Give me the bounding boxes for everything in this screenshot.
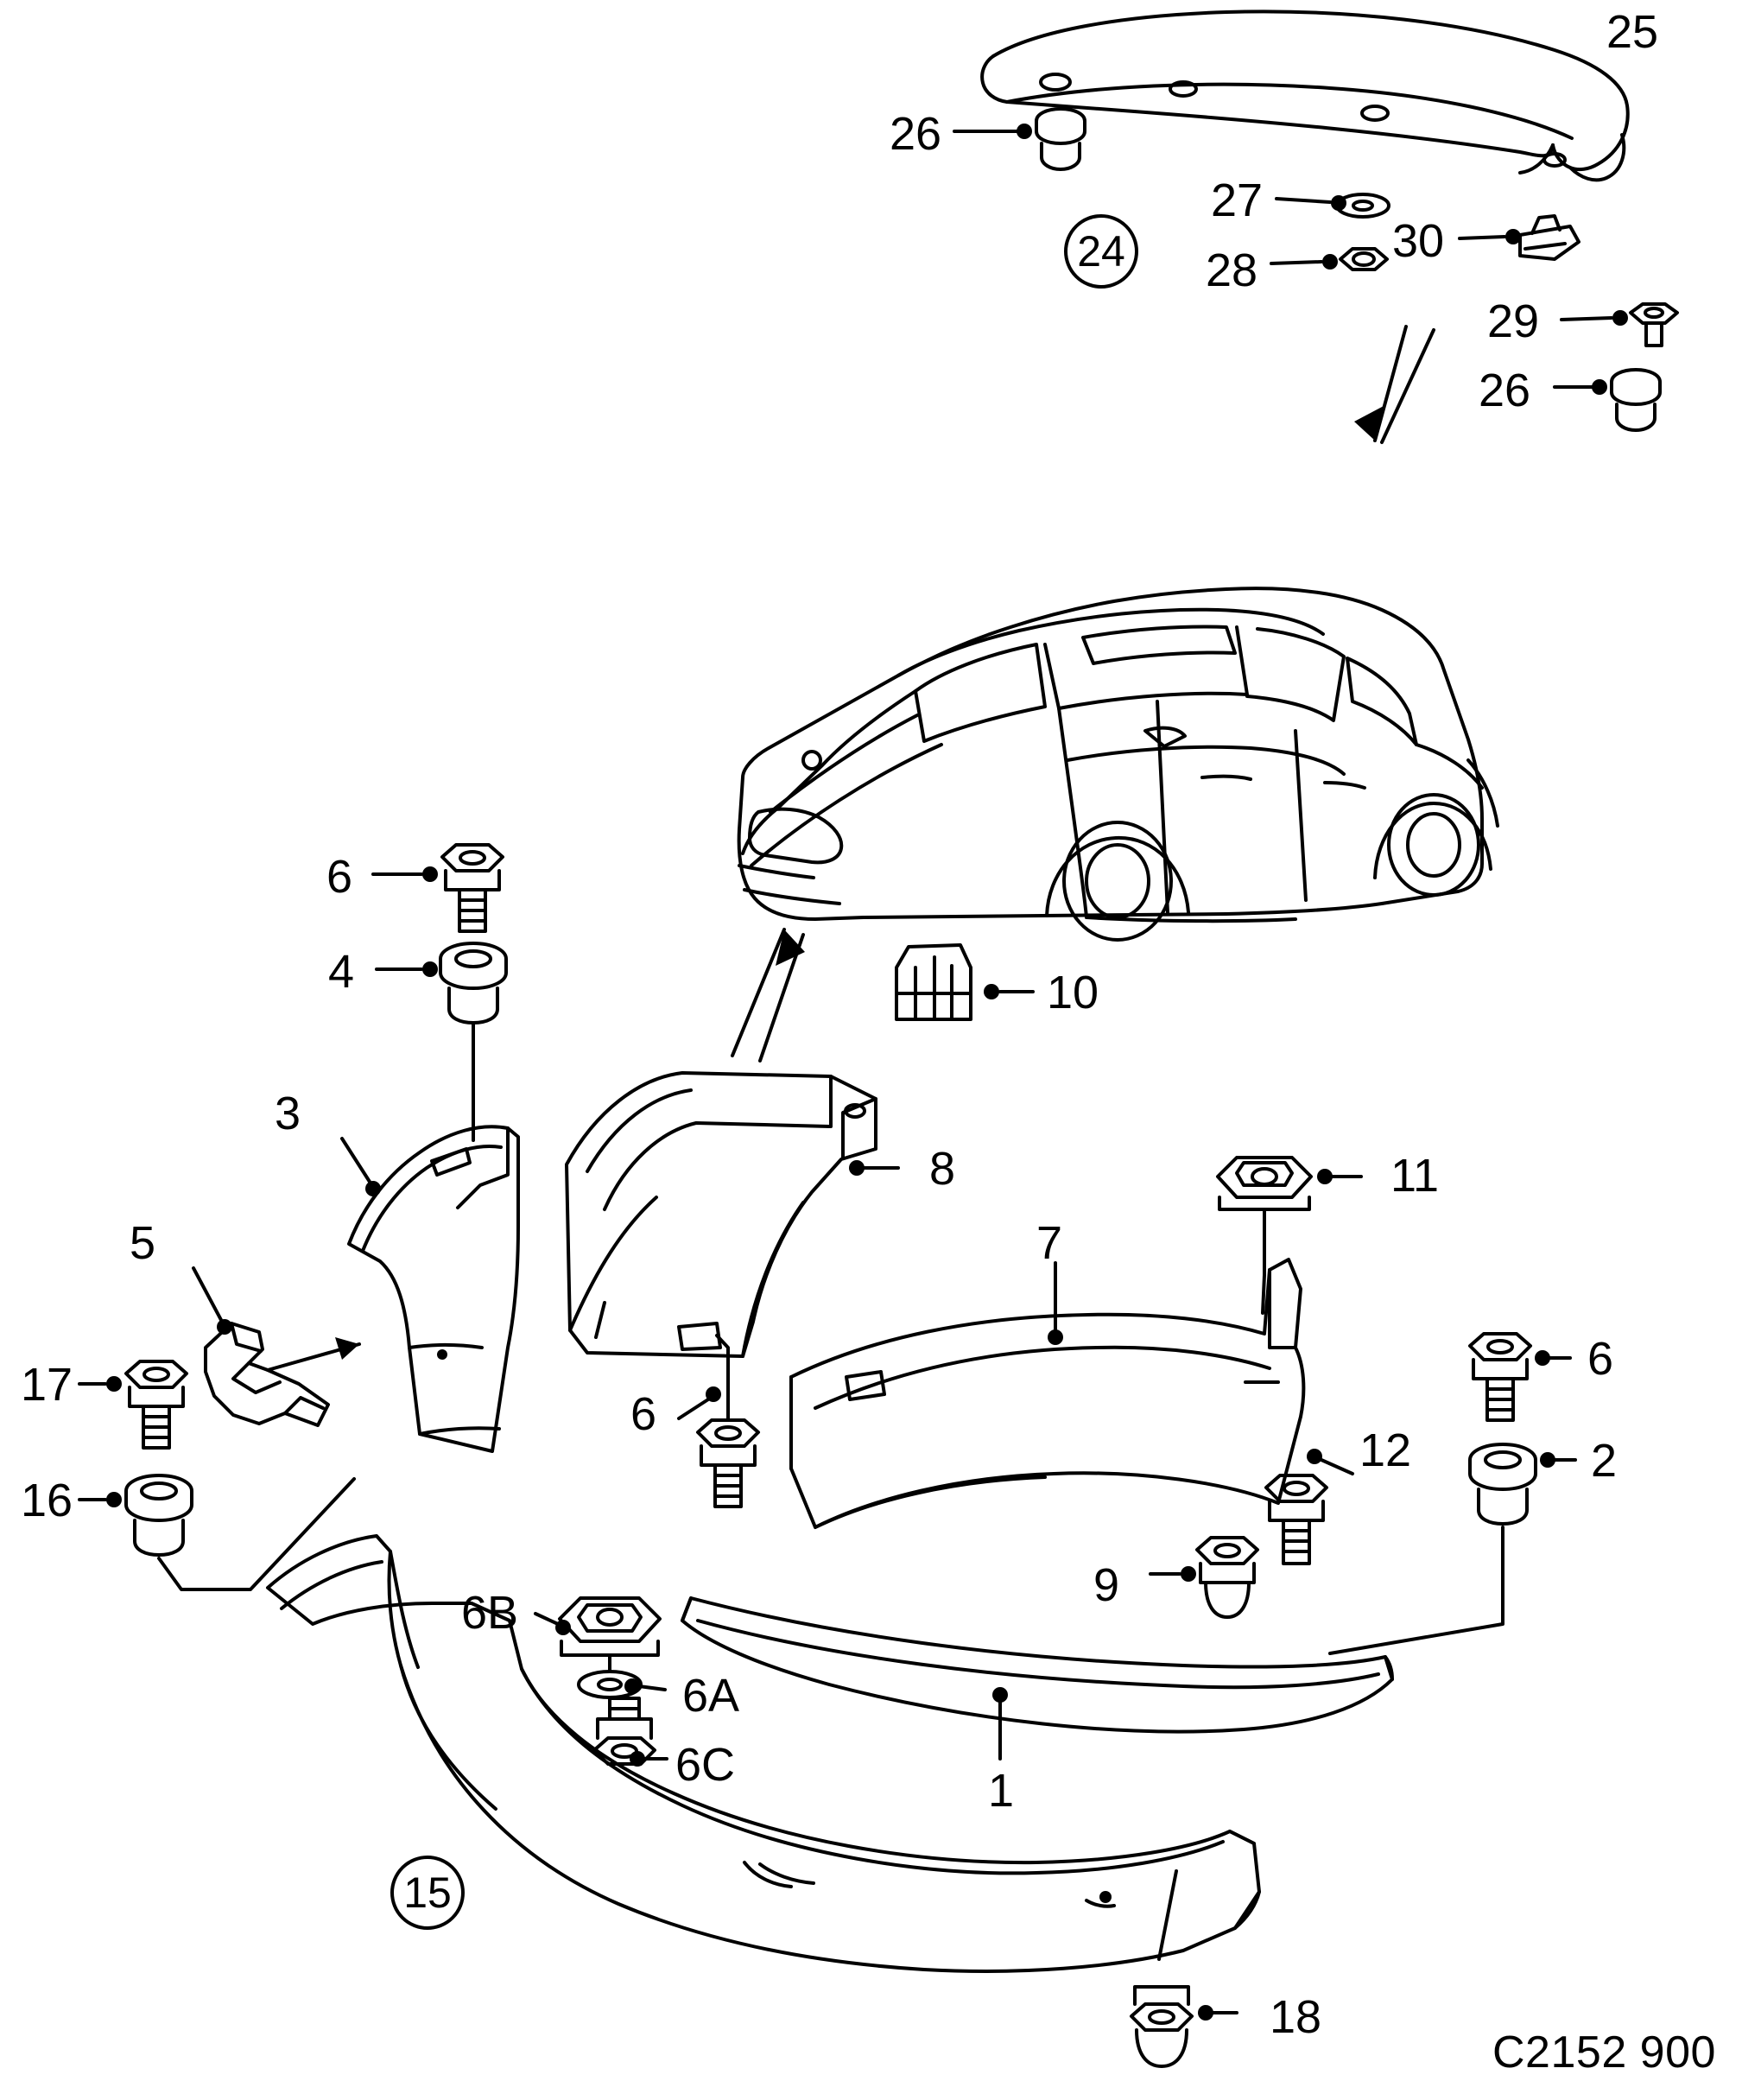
callout-16: 16 bbox=[21, 1475, 73, 1526]
align-2-to-bumper bbox=[1328, 1526, 1504, 1655]
part-5-bracket bbox=[204, 1322, 330, 1427]
part-6-bolt-mid bbox=[696, 1418, 760, 1508]
callout-4: 4 bbox=[328, 946, 355, 998]
callout-30: 30 bbox=[1392, 215, 1445, 267]
callout-9: 9 bbox=[1093, 1559, 1120, 1611]
leader-16-17-group bbox=[157, 1477, 356, 1591]
part-12-bolt bbox=[1264, 1474, 1328, 1565]
part-25-rear-spoiler bbox=[980, 10, 1630, 182]
callout-17: 17 bbox=[21, 1359, 73, 1411]
callout-26-lower: 26 bbox=[1479, 365, 1531, 416]
callout-5: 5 bbox=[130, 1217, 156, 1269]
leader-6B bbox=[534, 1612, 560, 1626]
part-18-bolt bbox=[1130, 1985, 1194, 2068]
part-26-grommet-lower bbox=[1610, 368, 1662, 432]
callout-26-upper: 26 bbox=[890, 108, 942, 160]
part-28-nut bbox=[1339, 247, 1389, 271]
callout-10: 10 bbox=[1047, 967, 1099, 1018]
leader-12 bbox=[1320, 1458, 1354, 1475]
leader-6A bbox=[637, 1684, 667, 1691]
pointer-bumper-to-car-b bbox=[731, 928, 786, 1057]
leader-3 bbox=[340, 1137, 371, 1183]
part-6-bolt-top bbox=[440, 843, 504, 933]
callout-6B: 6B bbox=[461, 1587, 519, 1639]
callout-28: 28 bbox=[1206, 244, 1258, 296]
callout-1: 1 bbox=[988, 1765, 1015, 1817]
callout-15: 15 bbox=[390, 1856, 465, 1930]
callout-11: 11 bbox=[1390, 1150, 1440, 1202]
callout-29: 29 bbox=[1487, 295, 1540, 347]
callout-12: 12 bbox=[1359, 1424, 1412, 1476]
pointer-arrow-spoiler bbox=[1354, 406, 1384, 441]
part-10-bracket bbox=[895, 943, 972, 1021]
callout-27: 27 bbox=[1211, 174, 1264, 226]
part-15-bumper-cover bbox=[266, 1534, 1261, 1973]
leader-29 bbox=[1560, 316, 1613, 321]
figure-code: C2152 900 bbox=[1492, 2027, 1716, 2078]
callout-8: 8 bbox=[929, 1143, 956, 1195]
part-17-bolt bbox=[124, 1360, 188, 1450]
align-11 bbox=[1261, 1209, 1266, 1315]
part-30-clip bbox=[1518, 214, 1580, 261]
pointer-spoiler-to-car-b bbox=[1373, 325, 1408, 442]
callout-6-top: 6 bbox=[326, 851, 353, 903]
part-11-clipnut bbox=[1216, 1156, 1313, 1211]
callout-2: 2 bbox=[1591, 1435, 1618, 1487]
leader-28 bbox=[1270, 260, 1323, 265]
pointer-spoiler-to-car-a bbox=[1380, 328, 1435, 444]
part-29-bolt bbox=[1629, 302, 1679, 347]
callout-24: 24 bbox=[1064, 214, 1138, 289]
align-6-mid bbox=[715, 1334, 730, 1420]
car-illustration bbox=[737, 587, 1499, 942]
leader-5 bbox=[192, 1266, 223, 1322]
leader-18-to-cover bbox=[1157, 1869, 1178, 1961]
part-7-deflector bbox=[789, 1258, 1306, 1529]
part-26-grommet-upper bbox=[1035, 107, 1086, 171]
callout-3: 3 bbox=[275, 1088, 301, 1139]
callout-18: 18 bbox=[1270, 1991, 1322, 2043]
leader-27 bbox=[1275, 197, 1332, 204]
leader-30 bbox=[1458, 235, 1506, 240]
part-4-grommet bbox=[439, 942, 508, 1025]
pointer-arrow-bumper bbox=[776, 929, 805, 966]
part-2-grommet bbox=[1468, 1443, 1537, 1526]
part-6-bolt-right bbox=[1468, 1332, 1532, 1422]
callout-6C: 6C bbox=[675, 1739, 736, 1791]
callout-6-mid: 6 bbox=[630, 1388, 657, 1440]
part-3-bumper-side bbox=[347, 1125, 520, 1453]
leader-6-mid bbox=[677, 1398, 710, 1420]
part-9-bolt bbox=[1195, 1536, 1259, 1619]
callout-7: 7 bbox=[1036, 1217, 1063, 1269]
part-6B-clip bbox=[558, 1596, 662, 1657]
part-1-impact-beam bbox=[681, 1596, 1394, 1734]
part-16-grommet bbox=[124, 1474, 193, 1557]
part-8-reinforcement bbox=[565, 1071, 877, 1358]
callout-6A: 6A bbox=[682, 1670, 740, 1722]
callout-25: 25 bbox=[1606, 6, 1659, 58]
callout-6-right: 6 bbox=[1587, 1333, 1614, 1385]
